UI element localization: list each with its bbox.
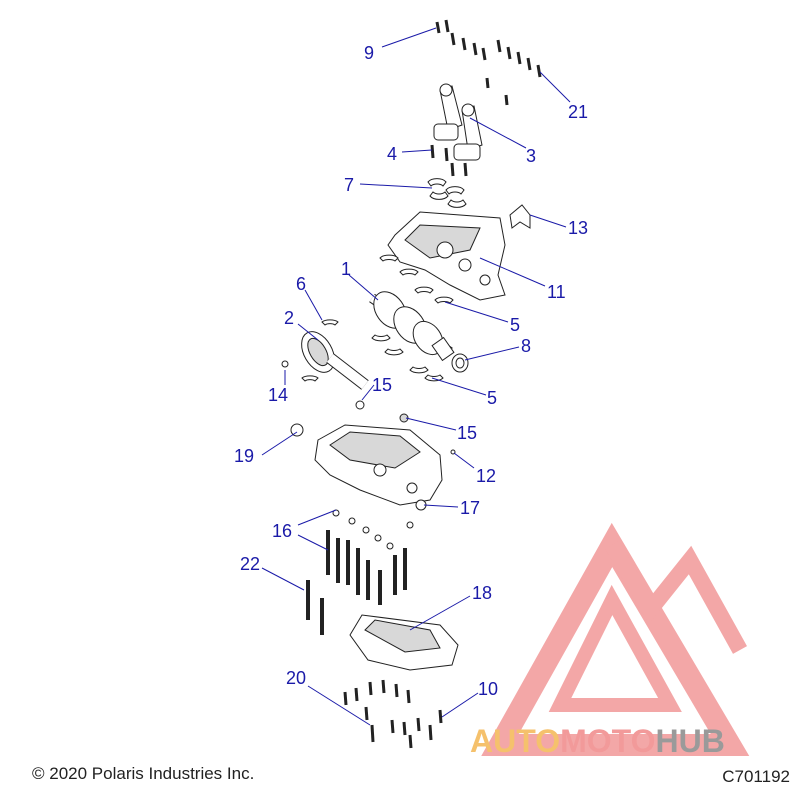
diagram-reference-code: C701192	[722, 767, 790, 786]
crankcase-bolts	[306, 530, 407, 635]
callout-17: 17	[460, 498, 480, 518]
callout-19: 19	[234, 446, 254, 466]
bracket	[509, 204, 531, 229]
balancer-bearing	[321, 319, 339, 326]
copyright-notice: © 2020 Polaris Industries Inc.	[32, 764, 255, 783]
callout-21: 21	[568, 102, 588, 122]
callout-15-upper: 15	[372, 375, 392, 395]
callout-10: 10	[478, 679, 498, 699]
callout-6: 6	[296, 274, 306, 294]
dowel-15a	[355, 400, 365, 410]
callout-labels: 9 21 3 4 7 13 11 1 6 5 8 2 14 15 5 15 19…	[234, 43, 588, 699]
balancer-shaft	[301, 331, 369, 390]
callout-3: 3	[526, 146, 536, 166]
callout-1: 1	[341, 259, 351, 279]
oil-pan-bolts	[343, 679, 443, 749]
main-bearings-upper	[379, 254, 454, 304]
callout-9: 9	[364, 43, 374, 63]
callout-5-upper: 5	[510, 315, 520, 335]
leader-lines	[261, 27, 571, 726]
callout-2: 2	[284, 308, 294, 328]
callout-14: 14	[268, 385, 288, 405]
watermark-text-hub: HUB	[655, 723, 724, 759]
crankshaft	[369, 291, 455, 362]
lower-crankcase	[314, 424, 443, 506]
washers	[332, 509, 414, 550]
watermark-logo	[481, 522, 750, 756]
watermark-text-moto: MOTO	[560, 723, 655, 759]
connecting-rods	[433, 83, 483, 161]
upper-crankcase	[387, 211, 506, 301]
watermark-text-auto: AUTO	[470, 723, 560, 759]
callout-13: 13	[568, 218, 588, 238]
main-bearings-lower	[371, 334, 444, 382]
callout-20: 20	[286, 668, 306, 688]
callout-4: 4	[387, 144, 397, 164]
callout-22: 22	[240, 554, 260, 574]
callout-11: 11	[547, 282, 566, 302]
rod-bearings	[427, 178, 467, 208]
callout-18: 18	[472, 583, 492, 603]
callout-16: 16	[272, 521, 292, 541]
rod-bolts	[430, 144, 468, 177]
callout-15-lower: 15	[457, 423, 477, 443]
callout-5-lower: 5	[487, 388, 497, 408]
cap-bolts-top	[435, 19, 542, 106]
callout-8: 8	[521, 336, 531, 356]
plug	[290, 423, 304, 437]
oil-pan	[349, 614, 459, 671]
watermark-text: AUTOMOTOHUB	[470, 723, 725, 759]
callout-12: 12	[476, 466, 496, 486]
callout-7: 7	[344, 175, 354, 195]
dowel-pin	[281, 360, 289, 368]
